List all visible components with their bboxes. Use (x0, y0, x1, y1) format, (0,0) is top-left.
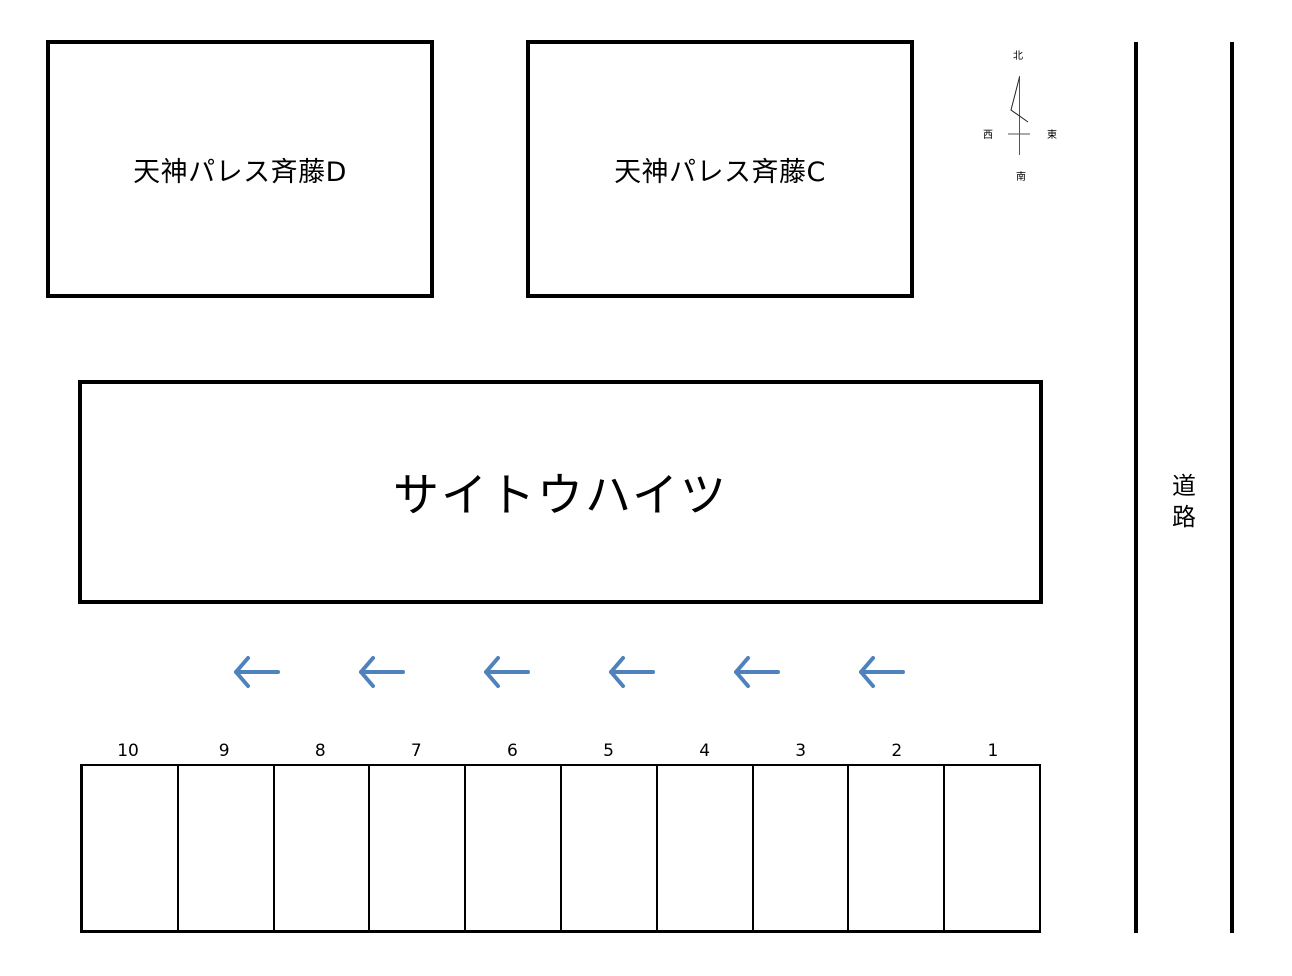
road-label-char: 路 (1172, 503, 1196, 531)
arrow-left-icon (609, 656, 655, 688)
space-number: 9 (218, 741, 230, 761)
parking-space-2[interactable] (849, 766, 946, 930)
parking-space-3[interactable] (754, 766, 850, 930)
parking-space-6[interactable] (466, 766, 562, 930)
parking-space-5[interactable] (562, 766, 658, 930)
compass-east-label: 東 (1047, 130, 1057, 141)
parking-space-1[interactable] (945, 766, 1039, 930)
compass: 北 西 東 南 (975, 45, 1070, 190)
parking-space-8[interactable] (275, 766, 371, 930)
arrow-left-icon (734, 656, 780, 688)
parking-space-7[interactable] (370, 766, 467, 930)
building-tenjin-palace-saito-c: 天神パレス斉藤C (526, 40, 914, 298)
space-number: 3 (795, 741, 807, 761)
road-edge-right (1230, 42, 1234, 933)
space-number: 10 (117, 741, 139, 761)
space-number: 7 (410, 741, 422, 761)
building-tenjin-palace-saito-d: 天神パレス斉藤D (46, 40, 434, 298)
compass-needle-icon (1008, 76, 1030, 155)
parking-row (80, 764, 1041, 933)
road-edge-left (1134, 42, 1138, 933)
parking-space-numbers: 10 9 8 7 6 5 4 3 2 1 (80, 740, 1041, 762)
building-saito-heights: サイトウハイツ (78, 380, 1043, 604)
road-label-char: 道 (1172, 472, 1196, 500)
road-label: 道 路 (1169, 471, 1199, 533)
compass-west-label: 西 (983, 130, 993, 141)
space-number: 1 (987, 741, 999, 761)
compass-north-label: 北 (1013, 51, 1023, 62)
parking-space-4[interactable] (658, 766, 754, 930)
arrow-left-icon (234, 656, 280, 688)
arrow-left-icon (359, 656, 405, 688)
space-number: 8 (314, 741, 326, 761)
building-label: サイトウハイツ (392, 468, 729, 522)
space-number: 4 (699, 741, 711, 761)
space-number: 5 (603, 741, 614, 761)
space-number: 2 (891, 741, 903, 761)
parking-space-10[interactable] (83, 766, 179, 930)
space-number: 6 (507, 741, 518, 761)
parking-space-9[interactable] (179, 766, 275, 930)
building-label: 天神パレス斉藤C (614, 156, 826, 188)
building-label: 天神パレス斉藤D (133, 156, 347, 188)
arrow-left-icon (484, 656, 530, 688)
compass-south-label: 南 (1016, 172, 1026, 183)
arrow-left-icon (859, 656, 905, 688)
